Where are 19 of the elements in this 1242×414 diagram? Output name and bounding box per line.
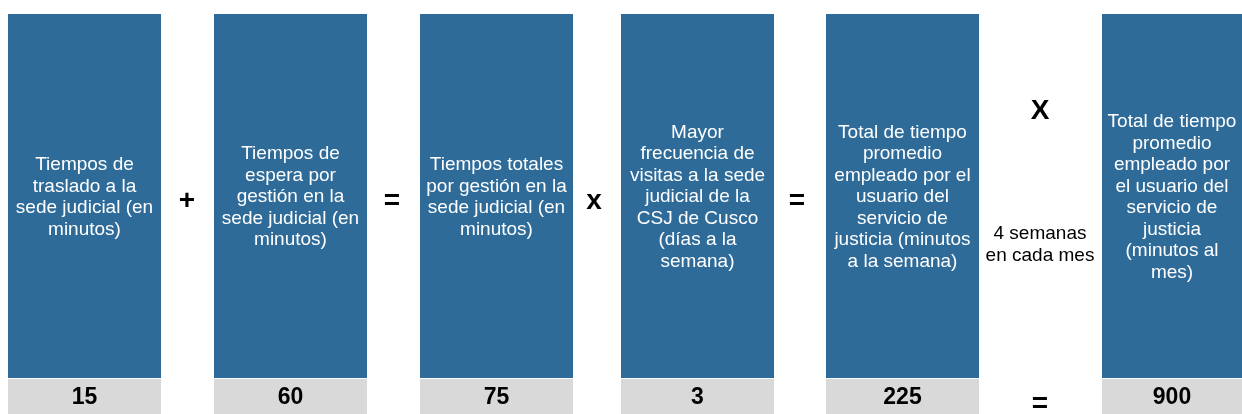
description-box: Mayor frecuencia de visitas a la sede judicial de la CSJ de Cusco (días a la semana) bbox=[621, 14, 774, 378]
value-bar: 225 bbox=[826, 379, 979, 414]
operator-symbol: x bbox=[586, 184, 602, 216]
description-box: Tiempos de espera por gestión en la sede judicial (en minutos) bbox=[214, 14, 367, 378]
value-bar: 3 bbox=[621, 379, 774, 414]
operator-symbol: = bbox=[1031, 387, 1049, 414]
description-box: Total de tiempo promedio empleado por el usuario del servicio de justicia (minutos a la semana) bbox=[826, 14, 979, 378]
operator-symbol: = bbox=[788, 184, 806, 216]
value-bar: 900 bbox=[1102, 379, 1242, 414]
value-bar: 75 bbox=[420, 379, 573, 414]
operator-symbol: = bbox=[383, 184, 401, 216]
value-bar: 15 bbox=[8, 379, 161, 414]
description-box: Total de tiempo promedio empleado por el usuario del servicio de justicia (minutos al mes) bbox=[1102, 14, 1242, 378]
operator-symbol: + bbox=[178, 184, 196, 216]
description-box: Tiempos totales por gestión en la sede judicial (en minutos) bbox=[420, 14, 573, 378]
operator-symbol: X bbox=[1030, 94, 1050, 126]
description-box: Tiempos de traslado a la sede judicial (en minutos) bbox=[8, 14, 161, 378]
note-text: 4 semanas en cada mes bbox=[985, 221, 1095, 265]
value-bar: 60 bbox=[214, 379, 367, 414]
